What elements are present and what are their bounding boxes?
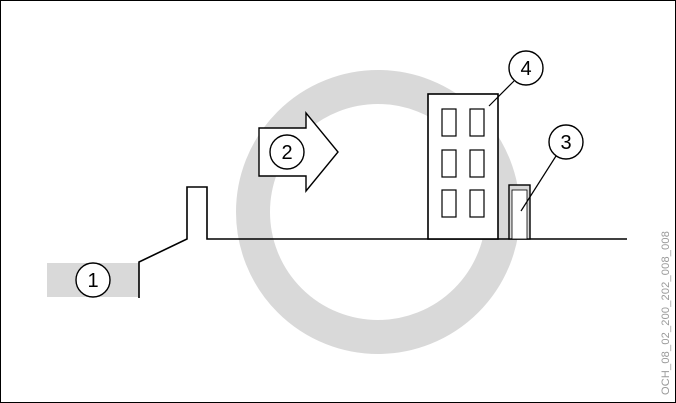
- ground-line: [138, 186, 627, 298]
- callout-3-label: 3: [560, 132, 571, 154]
- callout-4-label: 4: [520, 58, 531, 80]
- building-window: [441, 108, 457, 137]
- leader-line-4: [488, 80, 515, 107]
- building-window: [469, 189, 485, 218]
- leader-line-3: [520, 155, 557, 212]
- callout-circle: [548, 124, 584, 160]
- small-unit-door: [511, 189, 528, 240]
- callout-circle: [508, 50, 544, 86]
- callout-circle: [269, 134, 305, 170]
- range-ring: [236, 70, 520, 354]
- figure-code: OCH_08_02_200_202_008_008: [660, 231, 672, 395]
- callout-2: 2: [269, 134, 305, 170]
- building-window: [441, 189, 457, 218]
- callout-1: 1: [75, 262, 111, 298]
- callout-circle: [75, 262, 111, 298]
- callout-4: 4: [508, 50, 544, 86]
- small-unit: [508, 184, 531, 240]
- building-window: [441, 149, 457, 178]
- building: [427, 93, 499, 240]
- callout-1-label: 1: [87, 270, 98, 292]
- building-body: [427, 93, 499, 240]
- building-window: [469, 149, 485, 178]
- building-window: [469, 108, 485, 137]
- callout-2-label: 2: [281, 142, 292, 164]
- callout-3: 3: [548, 124, 584, 160]
